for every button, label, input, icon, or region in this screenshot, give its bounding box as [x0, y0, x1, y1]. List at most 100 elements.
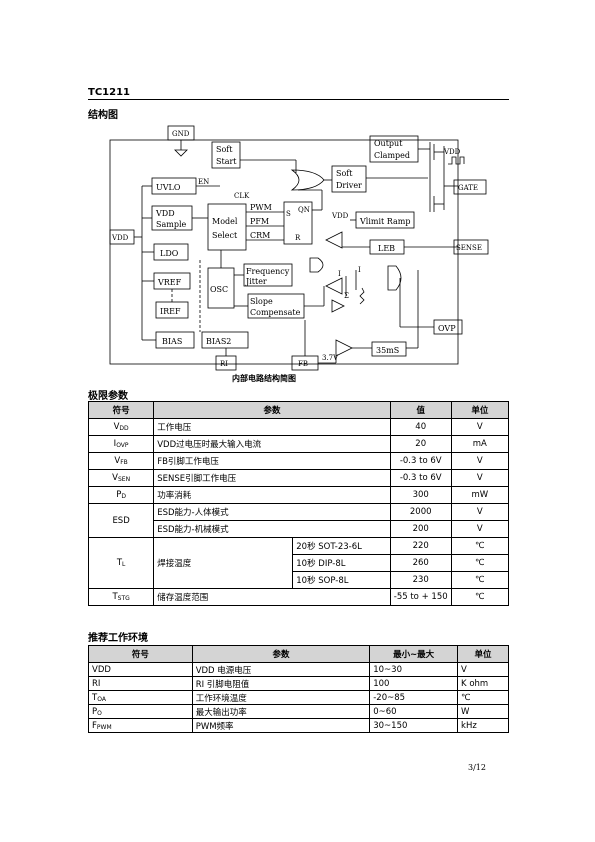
timer-block — [371, 341, 407, 357]
header-value: 值 — [389, 401, 452, 419]
label-vdd-sample-2: Sample — [156, 220, 187, 229]
label-r: R — [295, 234, 301, 242]
label-model-select-2: Select — [212, 231, 238, 240]
parameter-cell: FB引脚工作电压 — [153, 452, 391, 470]
label-ovp: OVP — [438, 324, 456, 333]
table-header-row: 符号 参数 值 单位 — [87, 401, 510, 419]
table-row: VDD VDD 电源电压 10~30 V — [88, 662, 509, 677]
unit-cell: mW — [450, 486, 510, 504]
label-fb: FB — [298, 360, 308, 368]
value-cell: -0.3 to 6V — [389, 452, 452, 470]
header-unit: 单位 — [450, 401, 510, 419]
parameter-cell: 功率消耗 — [153, 486, 391, 504]
header-unit: 单位 — [457, 645, 509, 663]
label-soft-driver-2: Driver — [336, 181, 362, 190]
parameter-cell: 储存温度范围 — [153, 588, 391, 606]
soft-start-block — [211, 141, 241, 169]
header-symbol: 符号 — [87, 401, 155, 419]
value-cell: -55 to + 150 — [389, 588, 452, 606]
symbol-cell: FPWM — [88, 718, 193, 733]
comparator-2 — [325, 277, 343, 295]
symbol-cell: VDD — [88, 662, 193, 677]
label-bias: BIAS — [162, 337, 182, 346]
value-cell: 0~60 — [369, 704, 459, 719]
table-row: RI RI 引脚电阻值 100 K ohm — [88, 676, 509, 691]
unit-cell: V — [450, 503, 510, 521]
unit-cell: K ohm — [457, 676, 509, 691]
label-qn: QN — [298, 206, 310, 214]
parameter-cell: 最大输出功率 — [191, 704, 371, 719]
page-number: 3/12 — [468, 763, 486, 772]
symbol-cell: VSEN — [87, 469, 155, 487]
parameter-cell: ESD能力-人体模式 — [153, 503, 391, 521]
label-en: EN — [198, 178, 209, 186]
label-sense: SENSE — [456, 244, 482, 252]
label-frequency-jitter-2: Jitter — [245, 277, 267, 286]
label-sigma: Σ — [344, 292, 349, 300]
condition-cell: 20秒 SOT-23-6L — [292, 537, 391, 555]
label-vdd-sample-1: VDD — [155, 209, 175, 218]
unit-cell: V — [457, 662, 509, 677]
value-cell: 2000 — [389, 503, 452, 521]
limits-table: 符号 参数 值 单位 VDD 工作电压 40 V IOVP VDD过电压时最大输… — [87, 401, 510, 606]
symbol-cell: RI — [88, 676, 193, 691]
label-soft-start-2: Start — [216, 157, 237, 166]
unit-cell: V — [450, 520, 510, 538]
header-rule — [88, 99, 509, 100]
value-cell: 20 — [389, 435, 452, 453]
parameter-cell: PWM频率 — [191, 718, 371, 733]
condition-cell: 10秒 SOP-8L — [292, 571, 391, 589]
parameter-cell: VDD过电压时最大输入电流 — [153, 435, 391, 453]
label-vdd-top: VDD — [443, 148, 461, 156]
label-vref: VREF — [157, 278, 182, 287]
chip-outline — [109, 139, 459, 365]
soft-driver-block — [331, 165, 367, 193]
label-gate: GATE — [458, 184, 478, 192]
parameter-cell: VDD 电源电压 — [191, 662, 371, 677]
table-row: VSEN SENSE引脚工作电压 -0.3 to 6V V — [87, 469, 510, 487]
value-cell: 100 — [369, 676, 459, 691]
limits-section-title: 极限参数 — [88, 391, 128, 402]
label-uvlo: UVLO — [156, 183, 181, 192]
value-cell: 200 — [389, 520, 452, 538]
table-row: ESD ESD能力-人体模式 2000 V — [87, 503, 510, 538]
label-output-clamped-1: Output — [374, 139, 403, 148]
label-soft-start-1: Soft — [216, 145, 233, 154]
unit-cell: ℃ — [450, 571, 510, 589]
label-iref: IREF — [160, 307, 181, 316]
value-cell: 220 — [389, 537, 452, 555]
label-ldo: LDO — [160, 249, 179, 258]
diagram-section-title: 结构图 — [88, 110, 118, 121]
value-cell: 30~150 — [369, 718, 459, 733]
value-cell: 10~30 — [369, 662, 459, 677]
label-vdd-vlimit: VDD — [331, 212, 349, 220]
value-cell: -20~85 — [369, 690, 459, 705]
label-bias2: BIAS2 — [206, 337, 231, 346]
sr-latch-block — [283, 201, 313, 245]
comparator-1 — [325, 231, 343, 249]
parameter-cell: 焊接温度 — [153, 537, 294, 589]
comparator-3v7 — [335, 339, 353, 357]
symbol-cell: PO — [88, 704, 193, 719]
condition-cell: 10秒 DIP-8L — [292, 554, 391, 572]
parameter-cell: ESD能力-机械模式 — [153, 520, 391, 538]
value-cell: -0.3 to 6V — [389, 469, 452, 487]
ground-icon — [174, 149, 188, 157]
label-slope-2: Compensate — [250, 308, 301, 317]
value-cell: 260 — [389, 554, 452, 572]
header-parameter: 参数 — [191, 645, 371, 663]
symbol-cell: TSTG — [87, 588, 155, 606]
unit-cell: V — [450, 418, 510, 436]
or-gate — [290, 169, 325, 191]
table-row: IOVP VDD过电压时最大输入电流 20 mA — [87, 435, 510, 453]
label-35ms: 35mS — [376, 346, 399, 355]
label-slope-1: Slope — [250, 297, 273, 306]
table-row: TSTG 储存温度范围 -55 to + 150 ℃ — [87, 588, 510, 606]
table-row: PD 功率消耗 300 mW — [87, 486, 510, 504]
parameter-cell: SENSE引脚工作电压 — [153, 469, 391, 487]
sense-pin — [453, 239, 489, 255]
label-output-clamped-2: Clamped — [374, 151, 410, 160]
parameter-cell: 工作环境温度 — [191, 690, 371, 705]
label-s: S — [286, 210, 291, 218]
unit-cell: V — [450, 452, 510, 470]
